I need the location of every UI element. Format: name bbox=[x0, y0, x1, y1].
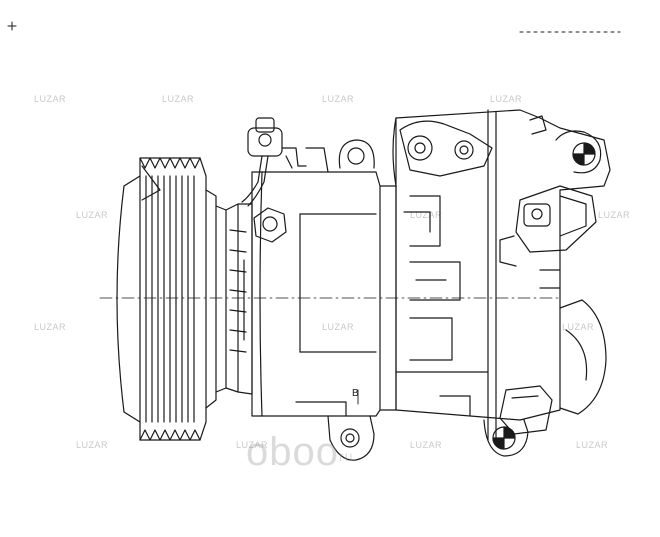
clutch-hub bbox=[225, 203, 253, 395]
top-flange bbox=[399, 115, 547, 177]
watermark-text: LUZAR bbox=[562, 322, 595, 332]
watermark-text: LUZAR bbox=[490, 94, 523, 104]
watermark-text: LUZAR bbox=[576, 440, 609, 450]
mount-ear-top-left bbox=[338, 139, 375, 169]
callout-label-b: B bbox=[352, 388, 359, 399]
hex-bolt bbox=[253, 207, 287, 243]
site-watermark-tld: ru bbox=[338, 448, 354, 464]
connector bbox=[241, 117, 329, 207]
rear-port bbox=[499, 269, 607, 435]
watermark-text: LUZAR bbox=[322, 94, 355, 104]
watermark-text: LUZAR bbox=[34, 322, 67, 332]
side-fitting bbox=[499, 185, 597, 267]
watermark-text: LUZAR bbox=[322, 322, 355, 332]
mount-ear-bottom-left bbox=[327, 415, 375, 461]
frame-marks bbox=[7, 21, 621, 33]
mount-ear-bottom-right bbox=[483, 419, 529, 457]
watermark-text: LUZAR bbox=[236, 440, 269, 450]
watermark-text: LUZAR bbox=[410, 440, 443, 450]
watermark-text: LUZAR bbox=[598, 210, 631, 220]
watermark-text: LUZAR bbox=[410, 210, 443, 220]
site-watermark: obooru bbox=[246, 430, 353, 475]
watermark-text: LUZAR bbox=[76, 210, 109, 220]
watermark-text: LUZAR bbox=[162, 94, 195, 104]
watermark-text: LUZAR bbox=[76, 440, 109, 450]
pulley bbox=[116, 157, 227, 441]
rear-head bbox=[379, 109, 611, 441]
watermark-text: LUZAR bbox=[34, 94, 67, 104]
site-watermark-name: oboo bbox=[246, 430, 339, 474]
mount-ear-top-right bbox=[555, 130, 602, 174]
